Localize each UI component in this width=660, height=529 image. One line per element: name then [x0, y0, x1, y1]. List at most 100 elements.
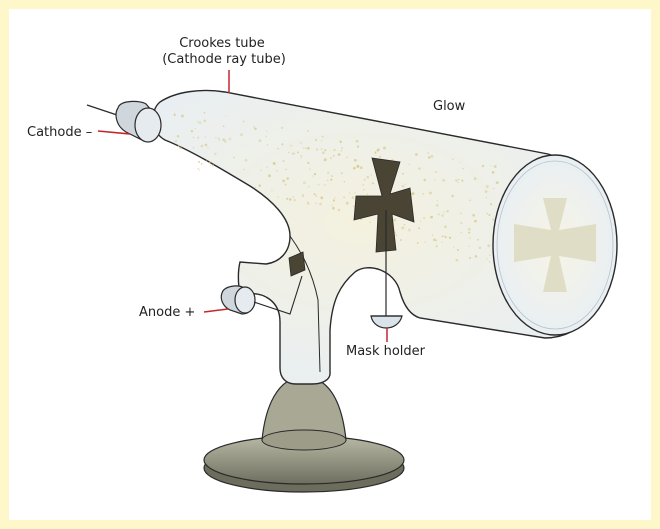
glow-dot — [353, 167, 356, 170]
glow-dot — [212, 164, 214, 166]
glow-dot — [453, 246, 454, 247]
glow-dot — [281, 127, 283, 129]
glow-dot — [199, 121, 202, 124]
glow-dot — [233, 157, 234, 158]
glow-dot — [193, 137, 194, 138]
glow-dot — [356, 165, 359, 168]
glow-dot — [428, 152, 429, 153]
glow-dot — [312, 175, 313, 176]
glow-dot — [327, 180, 328, 181]
glow-dot — [374, 152, 376, 154]
glow-dot — [490, 165, 491, 166]
glow-dot — [441, 214, 444, 217]
glow-dot — [436, 245, 438, 247]
glow-dot — [333, 155, 335, 157]
glow-dot — [456, 259, 458, 261]
glow-dot — [338, 153, 341, 156]
glow-dot — [423, 217, 425, 219]
glow-dot — [401, 226, 404, 229]
glow-dot — [379, 156, 381, 158]
glow-dot — [369, 222, 370, 223]
glow-dot — [432, 234, 433, 235]
glow-dot — [346, 156, 348, 158]
glow-dot — [175, 140, 177, 142]
glow-dot — [271, 189, 273, 191]
glow-dot — [258, 184, 260, 186]
glow-dot — [494, 165, 497, 168]
glow-dot — [418, 227, 420, 229]
glow-dot — [493, 188, 494, 189]
glow-dot — [204, 112, 206, 114]
glow-dot — [486, 258, 488, 260]
glow-dot — [461, 232, 462, 233]
glow-dot — [331, 205, 332, 206]
glow-dot — [349, 192, 351, 194]
glow-dot — [307, 130, 309, 132]
glow-dot — [266, 136, 267, 137]
glow-dot — [418, 167, 420, 169]
glow-dot — [218, 138, 220, 140]
glow-dot — [474, 220, 477, 223]
glow-dot — [490, 203, 492, 205]
glow-dot — [417, 242, 419, 244]
glow-dot — [363, 189, 364, 190]
glow-dot — [469, 237, 470, 238]
glow-dot — [377, 148, 380, 151]
glow-dot — [179, 146, 182, 149]
glow-dot — [327, 172, 329, 174]
glow-dot — [307, 147, 310, 150]
glow-dot — [457, 249, 459, 251]
glow-dot — [402, 173, 404, 175]
glow-dot — [333, 199, 335, 201]
glow-label: Glow — [433, 99, 466, 114]
glow-dot — [289, 198, 291, 200]
glow-dot — [441, 242, 442, 243]
glow-dot — [457, 182, 458, 183]
glow-dot — [199, 169, 200, 170]
leader-anode — [204, 309, 228, 312]
glow-dot — [455, 179, 457, 181]
glow-dot — [288, 152, 290, 154]
glow-dot — [278, 196, 279, 197]
glow-dot — [285, 184, 287, 186]
glow-dot — [293, 196, 295, 198]
glow-dot — [363, 184, 364, 185]
glow-dot — [415, 153, 418, 156]
cathode-label: Cathode – — [27, 125, 92, 140]
glow-dot — [472, 214, 475, 217]
glow-dot — [487, 244, 490, 247]
glow-dot — [475, 255, 478, 258]
glow-dot — [201, 163, 203, 165]
glow-dot — [197, 137, 199, 139]
glow-dot — [474, 177, 477, 180]
glow-dot — [437, 200, 438, 201]
mask-holder-label: Mask holder — [346, 344, 426, 359]
glow-dot — [366, 176, 369, 179]
glow-dot — [307, 201, 309, 203]
glow-dot — [364, 179, 366, 181]
glow-dot — [434, 179, 435, 180]
glow-dot — [429, 192, 432, 195]
glow-dot — [297, 152, 299, 154]
glow-dot — [223, 126, 225, 128]
glow-dot — [254, 127, 256, 129]
glow-dot — [404, 224, 405, 225]
glow-dot — [334, 197, 335, 198]
glow-dot — [340, 141, 342, 143]
glow-dot — [371, 175, 372, 176]
glow-dot — [461, 180, 463, 182]
glow-dot — [346, 202, 349, 205]
glow-dot — [219, 140, 221, 142]
glow-dot — [402, 185, 405, 188]
glow-dot — [460, 222, 462, 224]
glow-dot — [394, 230, 395, 231]
glow-dot — [412, 192, 415, 195]
glow-dot — [400, 239, 402, 241]
glow-dot — [214, 153, 216, 155]
glow-dot — [469, 257, 471, 259]
glow-dot — [303, 181, 306, 184]
glow-dot — [477, 239, 479, 241]
glow-dot — [324, 158, 327, 161]
glow-dot — [322, 136, 324, 138]
glow-dot — [181, 115, 184, 118]
